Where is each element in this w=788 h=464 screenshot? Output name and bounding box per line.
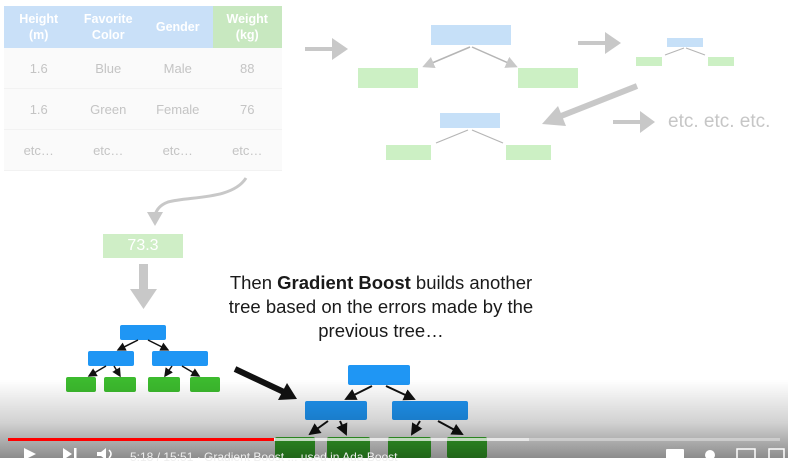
settings-icon[interactable]	[702, 448, 718, 460]
etc-label: etc. etc. etc.	[668, 111, 771, 132]
faded-tree	[386, 113, 551, 160]
initial-prediction-box: 73.3	[103, 234, 183, 258]
new-tree	[275, 365, 487, 458]
arrow-to-new-tree-icon	[233, 366, 297, 400]
header-gender: Gender	[143, 6, 213, 48]
header-weight: Weight(kg)	[212, 6, 282, 48]
next-icon[interactable]	[62, 448, 78, 460]
arrow-right-icon	[305, 38, 348, 60]
faded-tree	[358, 25, 578, 88]
caption-after: builds another tree based on the errors …	[228, 272, 534, 341]
cell: etc…	[4, 129, 74, 171]
subtitles-icon[interactable]	[665, 448, 685, 460]
current-tree	[66, 325, 220, 392]
progress-played	[8, 438, 274, 441]
cell: etc…	[73, 129, 143, 171]
cell: 88	[212, 48, 282, 89]
slide-caption: Then Gradient Boost builds another tree …	[216, 271, 546, 343]
table-row: etc… etc… etc… etc…	[4, 129, 282, 171]
progress-bar[interactable]	[8, 438, 780, 441]
diagonal-arrow-icon	[542, 83, 639, 126]
time-and-title: 5:18 / 15:51 · Gradient Boost ... used i…	[130, 450, 398, 464]
fullscreen-icon[interactable]	[768, 448, 786, 460]
play-icon[interactable]	[22, 448, 38, 460]
cell: Female	[143, 88, 213, 130]
curved-arrow-icon	[147, 177, 248, 226]
cell: 76	[212, 88, 282, 130]
cell: Green	[73, 88, 143, 130]
header-height: Height(m)	[4, 6, 74, 48]
cell: Blue	[73, 48, 143, 89]
table-row: 1.6 Green Female 76	[4, 88, 282, 130]
cell: 1.6	[4, 48, 74, 89]
player-controls	[0, 380, 788, 458]
table-row: 1.6 Blue Male 88	[4, 48, 282, 89]
cell: 1.6	[4, 88, 74, 130]
faded-tree	[636, 38, 734, 66]
volume-icon[interactable]	[96, 448, 116, 460]
caption-bold: Gradient Boost	[277, 272, 411, 293]
arrow-down-icon	[130, 264, 157, 309]
arrow-right-icon	[613, 111, 655, 133]
arrow-right-icon	[578, 32, 621, 54]
cell: Male	[143, 48, 213, 89]
cell: etc…	[143, 129, 213, 171]
miniplayer-icon[interactable]	[736, 448, 756, 460]
cell: etc…	[212, 129, 282, 171]
caption-before: Then	[229, 272, 278, 293]
